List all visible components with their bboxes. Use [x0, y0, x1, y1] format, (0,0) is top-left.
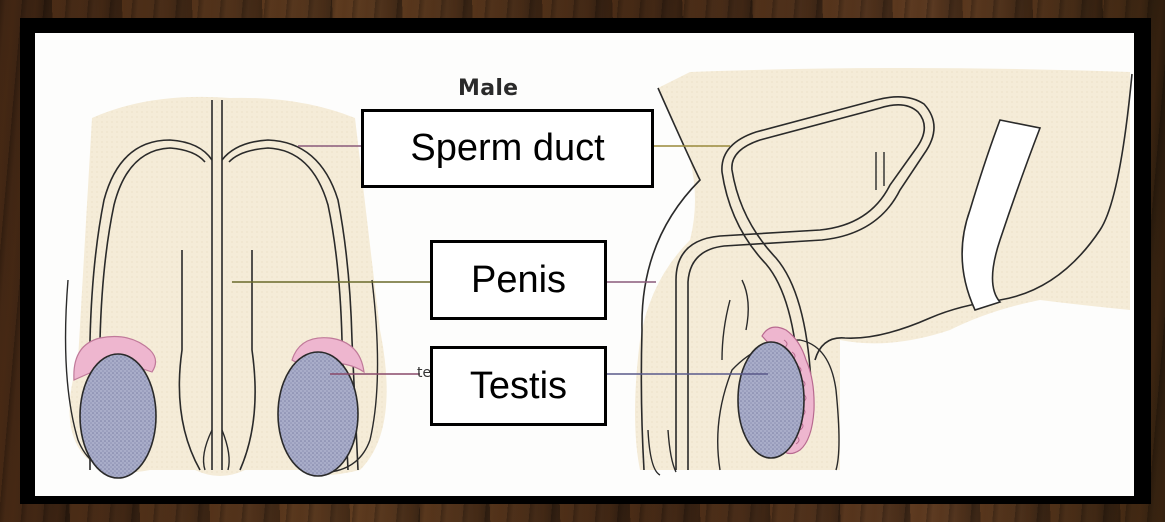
side-body-shape	[635, 68, 1130, 470]
sperm-duct-label: Sperm duct	[361, 109, 654, 188]
testis-label: Testis	[430, 346, 607, 426]
penis-label: Penis	[430, 240, 607, 320]
front-right-testis	[278, 352, 358, 476]
front-view	[66, 97, 387, 478]
side-testis	[738, 342, 804, 458]
stray-label-text: te	[417, 365, 431, 381]
front-left-testis	[80, 354, 156, 478]
side-view	[635, 68, 1132, 475]
diagram-title: Male	[458, 76, 518, 101]
